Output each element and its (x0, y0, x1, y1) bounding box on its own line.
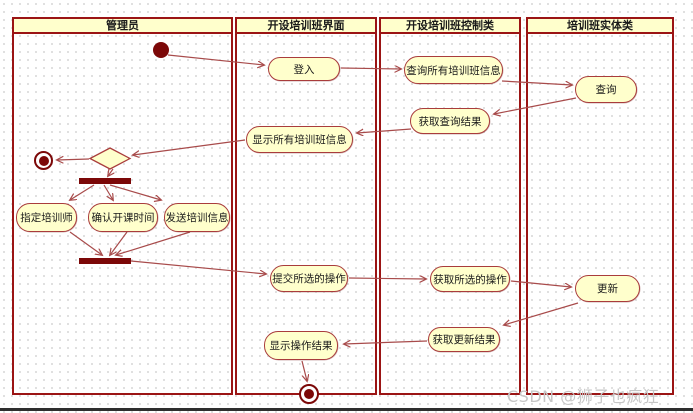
final-node-bottom (299, 384, 319, 404)
activity-assign-trainer: 指定培训师 (16, 203, 77, 232)
activity-query: 查询 (575, 76, 637, 103)
swimlane-header-entity: 培训班实体类 (528, 19, 672, 34)
swimlane-entity: 培训班实体类 (526, 17, 674, 395)
swimlane-control: 开设培训班控制类 (379, 17, 521, 395)
activity-confirm-time: 确认开课时间 (88, 203, 158, 232)
activity-get-query-result: 获取查询结果 (410, 108, 490, 134)
swimlane-title-entity: 培训班实体类 (567, 19, 633, 32)
initial-node (153, 42, 169, 58)
swimlane-header-admin: 管理员 (14, 19, 231, 34)
activity-submit-selected: 提交所选的操作 (270, 265, 348, 292)
activity-query-all-info: 查询所有培训班信息 (404, 56, 503, 84)
activity-get-selected-op: 获取所选的操作 (430, 266, 510, 292)
swimlane-header-control: 开设培训班控制类 (381, 19, 519, 34)
swimlane-title-control: 开设培训班控制类 (406, 19, 494, 32)
final-node-top-dot (38, 155, 49, 166)
swimlane-title-admin: 管理员 (106, 19, 139, 32)
final-node-top (34, 151, 53, 170)
activity-update: 更新 (575, 275, 640, 302)
activity-show-op-result: 显示操作结果 (264, 331, 338, 360)
fork-bar (79, 178, 131, 184)
activity-get-update-result: 获取更新结果 (428, 327, 500, 352)
final-node-bottom-dot (304, 389, 314, 399)
swimlane-title-ui: 开设培训班界面 (267, 19, 345, 32)
activity-show-all-info: 显示所有培训班信息 (246, 126, 353, 153)
swimlane-admin: 管理员 (12, 17, 233, 395)
join-bar (79, 258, 131, 264)
activity-login: 登入 (268, 57, 340, 81)
swimlane-header-ui: 开设培训班界面 (237, 19, 375, 34)
swimlane-ui: 开设培训班界面 (235, 17, 377, 395)
watermark: CSDN @狮子也疯狂 (507, 387, 660, 406)
activity-send-training-info: 发送培训信息 (164, 203, 230, 232)
bottom-edge-line (0, 408, 693, 411)
